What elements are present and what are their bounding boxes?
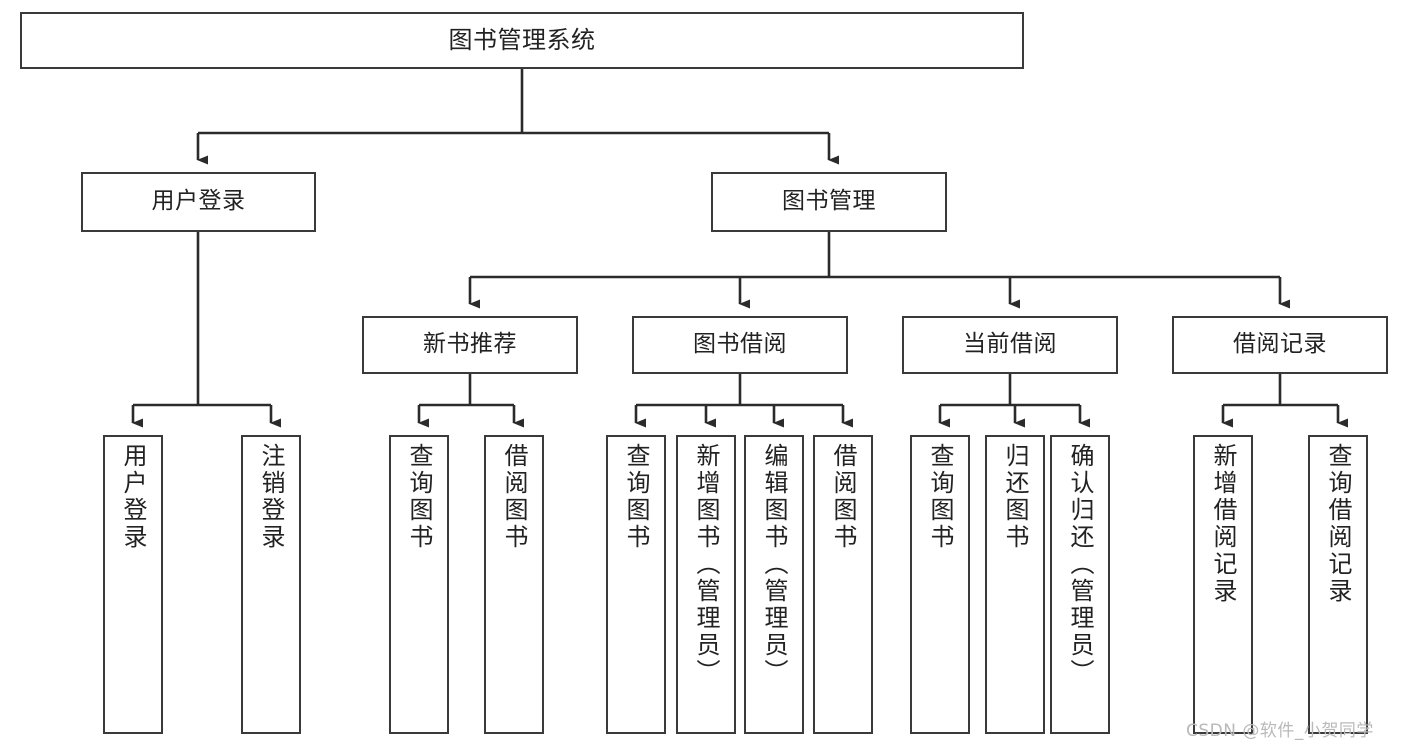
leaf-confirm-return[interactable]: 确认归还（管理员） — [1050, 435, 1110, 734]
leaf-borrow-book-2[interactable]: 借阅图书 — [813, 435, 873, 734]
node-current-borrow-label: 当前借阅 — [963, 331, 1057, 358]
leaf-add-record-label: 新增借阅记录 — [1209, 443, 1237, 605]
leaf-return-book[interactable]: 归还图书 — [985, 435, 1045, 734]
node-book-borrow-label: 图书借阅 — [693, 331, 787, 358]
leaf-return-book-label: 归还图书 — [1001, 443, 1029, 551]
leaf-borrow-book-1-label: 借阅图书 — [500, 443, 528, 551]
node-root[interactable]: 图书管理系统 — [20, 12, 1024, 69]
leaf-logout-label: 注销登录 — [257, 443, 285, 551]
node-borrow-record-label: 借阅记录 — [1233, 331, 1327, 358]
node-book-manage-label: 图书管理 — [782, 188, 876, 215]
leaf-add-record[interactable]: 新增借阅记录 — [1193, 435, 1253, 734]
leaf-user-login-label: 用户登录 — [119, 443, 147, 551]
node-book-borrow[interactable]: 图书借阅 — [632, 316, 848, 374]
node-user-login[interactable]: 用户登录 — [81, 172, 316, 232]
leaf-confirm-return-label: 确认归还（管理员） — [1066, 443, 1094, 686]
leaf-user-login[interactable]: 用户登录 — [103, 435, 163, 734]
csdn-watermark: CSDN @软件_小贺同学 — [1186, 721, 1374, 741]
leaf-query-record-label: 查询借阅记录 — [1324, 443, 1352, 605]
node-user-login-label: 用户登录 — [151, 188, 246, 215]
leaf-query-book-3-label: 查询图书 — [926, 443, 954, 551]
node-new-book-recommend-label: 新书推荐 — [423, 331, 517, 358]
node-new-book-recommend[interactable]: 新书推荐 — [362, 316, 578, 374]
node-book-manage[interactable]: 图书管理 — [711, 172, 947, 232]
leaf-query-book-1-label: 查询图书 — [405, 443, 433, 551]
leaf-add-book-label: 新增图书（管理员） — [692, 443, 720, 686]
leaf-edit-book-label: 编辑图书（管理员） — [760, 443, 788, 686]
leaf-borrow-book-1[interactable]: 借阅图书 — [484, 435, 544, 734]
leaf-query-record[interactable]: 查询借阅记录 — [1308, 435, 1368, 734]
leaf-query-book-2-label: 查询图书 — [622, 443, 650, 551]
leaf-add-book[interactable]: 新增图书（管理员） — [676, 435, 736, 734]
node-borrow-record[interactable]: 借阅记录 — [1172, 316, 1388, 374]
leaf-borrow-book-2-label: 借阅图书 — [829, 443, 857, 551]
leaf-query-book-1[interactable]: 查询图书 — [389, 435, 449, 734]
leaf-edit-book[interactable]: 编辑图书（管理员） — [744, 435, 804, 734]
leaf-query-book-2[interactable]: 查询图书 — [606, 435, 666, 734]
leaf-logout[interactable]: 注销登录 — [241, 435, 301, 734]
node-current-borrow[interactable]: 当前借阅 — [902, 316, 1118, 374]
leaf-query-book-3[interactable]: 查询图书 — [910, 435, 970, 734]
node-root-label: 图书管理系统 — [448, 26, 596, 55]
